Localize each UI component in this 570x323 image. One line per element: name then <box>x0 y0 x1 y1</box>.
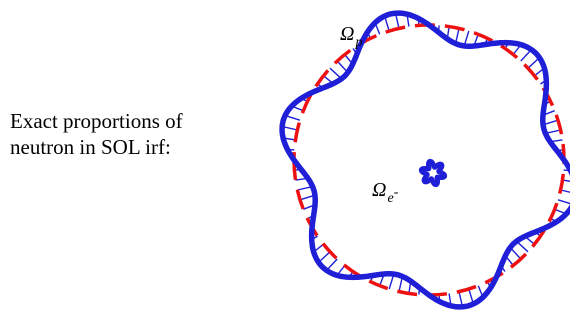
omega-e-subscript: e <box>387 191 393 206</box>
hatch-line <box>562 179 570 182</box>
electron-ring <box>418 158 448 188</box>
caption-line-1: Exact proportions of <box>10 109 183 133</box>
omega-e-label: Ωe- <box>372 179 399 206</box>
omega-p-label: Ωp <box>340 23 362 50</box>
omega-e-superscript: - <box>394 185 399 200</box>
caption: Exact proportions of neutron in SOL irf: <box>10 108 250 160</box>
proton-outline <box>279 10 570 310</box>
omega-p-base: Ω <box>340 23 354 45</box>
omega-p-subscript: p <box>354 35 362 50</box>
hatch-line <box>557 199 570 205</box>
hatch-lines <box>282 13 570 307</box>
hatch-line <box>560 189 570 193</box>
omega-e-base: Ω <box>372 179 386 201</box>
caption-line-2: neutron in SOL irf: <box>10 135 171 159</box>
